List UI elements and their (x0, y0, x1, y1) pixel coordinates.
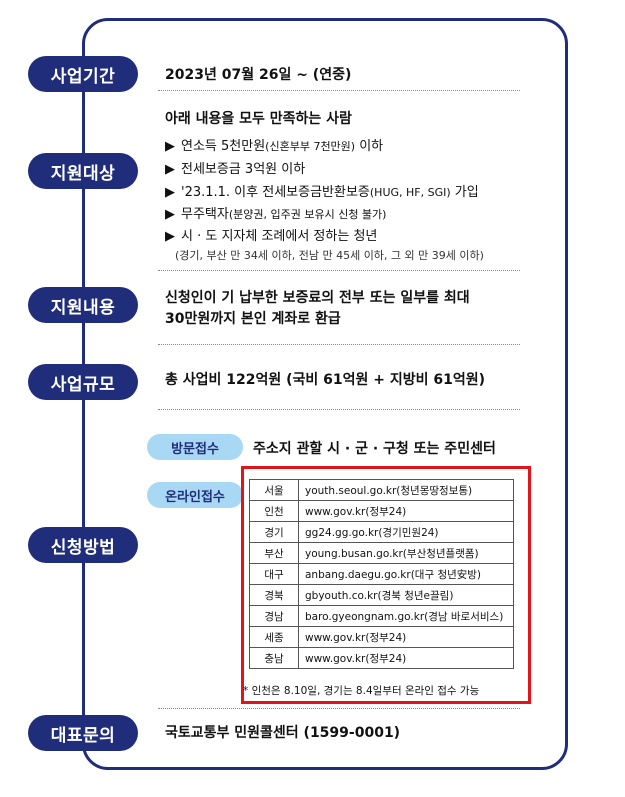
url-cell: baro.gyeongnam.go.kr(경남 바로서비스) (298, 605, 514, 627)
target-item: ▶시 · 도 지자체 조례에서 정하는 청년 (165, 229, 378, 244)
label-period: 사업기간 (28, 56, 138, 92)
visit-text: 주소지 관할 시 · 군 · 구청 또는 주민센터 (253, 441, 496, 457)
region-cell: 충남 (249, 647, 299, 669)
divider (158, 270, 520, 271)
region-cell: 세종 (249, 626, 299, 648)
visit-badge: 방문접수 (147, 434, 243, 460)
arrow-icon: ▶ (165, 139, 175, 154)
target-item: ▶전세보증금 3억원 이하 (165, 162, 306, 177)
target-heading: 아래 내용을 모두 만족하는 사람 (165, 111, 352, 127)
divider (158, 90, 520, 91)
label-contact: 대표문의 (28, 715, 138, 751)
url-cell: www.gov.kr(정부24) (298, 647, 514, 669)
period-text: 2023년 07월 26일 ~ (연중) (165, 67, 352, 83)
url-cell: www.gov.kr(정부24) (298, 626, 514, 648)
url-cell: anbang.daegu.go.kr(대구 청년安방) (298, 563, 514, 585)
arrow-icon: ▶ (165, 229, 175, 244)
label-method: 신청방법 (28, 527, 138, 563)
target-age-note: (경기, 부산 만 34세 이하, 전남 만 45세 이하, 그 외 만 39세… (175, 249, 484, 262)
region-cell: 경남 (249, 605, 299, 627)
url-cell: youth.seoul.go.kr(청년몽땅정보통) (298, 479, 514, 501)
url-cell: www.gov.kr(정부24) (298, 500, 514, 522)
online-sites-box (241, 466, 531, 704)
region-cell: 대구 (249, 563, 299, 585)
arrow-icon: ▶ (165, 207, 175, 222)
divider (158, 344, 520, 345)
label-scale: 사업규모 (28, 364, 138, 400)
content-line-2: 30만원까지 본인 계좌로 환급 (165, 311, 341, 327)
target-item: ▶무주택자(분양권, 입주권 보유시 신청 불가) (165, 207, 387, 222)
online-note: * 인천은 8.10일, 경기는 8.4일부터 온라인 접수 가능 (243, 685, 480, 697)
label-content: 지원내용 (28, 287, 138, 323)
target-item: ▶연소득 5천만원(신혼부부 7천만원) 이하 (165, 139, 384, 154)
region-cell: 경북 (249, 584, 299, 606)
label-target: 지원대상 (28, 153, 138, 189)
url-cell: gg24.gg.go.kr(경기민원24) (298, 521, 514, 543)
scale-text: 총 사업비 122억원 (국비 61억원 + 지방비 61억원) (165, 372, 486, 388)
online-badge: 온라인접수 (147, 482, 243, 508)
arrow-icon: ▶ (165, 162, 175, 177)
content-line-1: 신청인이 기 납부한 보증료의 전부 또는 일부를 최대 (165, 290, 470, 306)
arrow-icon: ▶ (165, 185, 175, 200)
contact-text: 국토교통부 민원콜센터 (1599-0001) (165, 725, 401, 741)
region-cell: 인천 (249, 500, 299, 522)
divider (158, 409, 520, 410)
url-cell: gbyouth.co.kr(경북 청년e끌림) (298, 584, 514, 606)
divider (158, 708, 520, 709)
url-cell: young.busan.go.kr(부산청년플랫폼) (298, 542, 514, 564)
region-cell: 서울 (249, 479, 299, 501)
target-item: ▶'23.1.1. 이후 전세보증금반환보증(HUG, HF, SGI) 가입 (165, 185, 479, 200)
region-cell: 경기 (249, 521, 299, 543)
region-cell: 부산 (249, 542, 299, 564)
